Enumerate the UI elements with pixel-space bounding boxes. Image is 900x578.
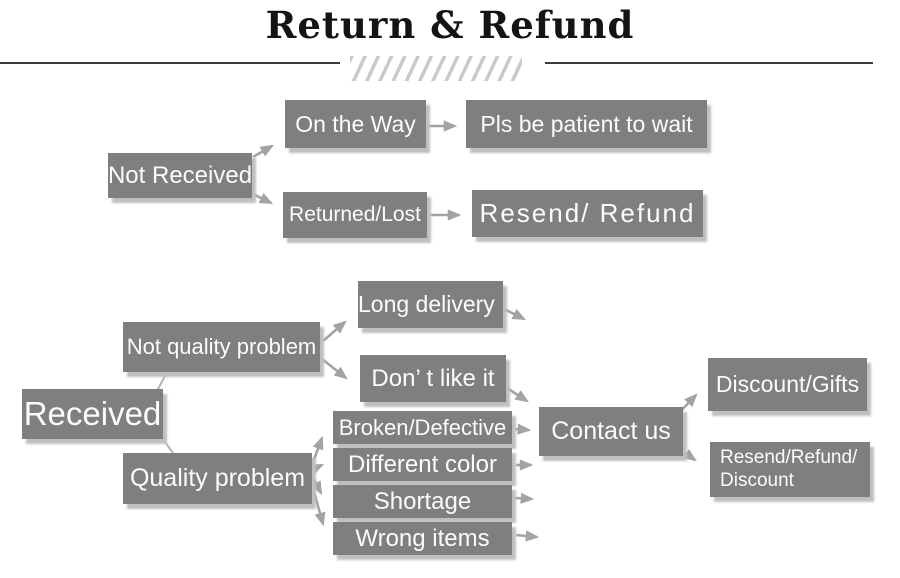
node-wrong-items: Wrong items xyxy=(333,522,512,555)
edge-not-quality-to-dont-like xyxy=(321,357,348,380)
edge-broken-defective-to-contact-us xyxy=(514,423,532,435)
node-returned-lost: Returned/Lost xyxy=(283,192,427,238)
edge-quality-to-different-color xyxy=(309,463,325,475)
header-rule-right xyxy=(545,62,873,64)
node-not-quality-problem: Not quality problem xyxy=(123,322,320,372)
node-different-color: Different color xyxy=(333,448,512,481)
node-resend-refund: Resend/ Refund xyxy=(472,190,703,237)
node-long-delivery: Long delivery xyxy=(358,281,503,328)
edge-not-received-to-on-the-way xyxy=(252,144,274,159)
header-rule-left xyxy=(0,62,340,64)
edge-wrong-items-to-contact-us xyxy=(515,530,540,542)
edge-dont-like-to-contact-us xyxy=(506,386,529,403)
edge-not-quality-to-long-delivery xyxy=(322,320,347,342)
page-title: Return & Refund xyxy=(265,3,635,47)
node-broken-defective: Broken/Defective xyxy=(333,411,512,444)
node-quality-problem: Quality problem xyxy=(123,453,312,504)
edge-shortage-to-contact-us xyxy=(514,492,535,504)
edge-quality-to-wrong-items xyxy=(311,487,326,527)
node-on-the-way: On the Way xyxy=(285,100,426,148)
edge-long-delivery-to-contact-us xyxy=(503,307,527,321)
node-not-received: Not Received xyxy=(108,153,252,198)
node-resend-refund-discount: Resend/Refund/ Discount xyxy=(710,442,870,497)
edge-quality-to-shortage xyxy=(310,477,323,495)
node-contact-us: Contact us xyxy=(539,407,683,456)
node-received: Received xyxy=(22,389,163,439)
edge-quality-to-broken-defective xyxy=(311,435,324,463)
node-discount-gifts: Discount/Gifts xyxy=(708,358,867,411)
node-shortage: Shortage xyxy=(333,485,512,518)
hatch-decoration xyxy=(350,56,522,81)
edge-not-received-to-returned-lost xyxy=(250,191,274,205)
node-pls-be-patient: Pls be patient to wait xyxy=(466,100,707,148)
node-dont-like-it: Don’ t like it xyxy=(360,355,506,402)
